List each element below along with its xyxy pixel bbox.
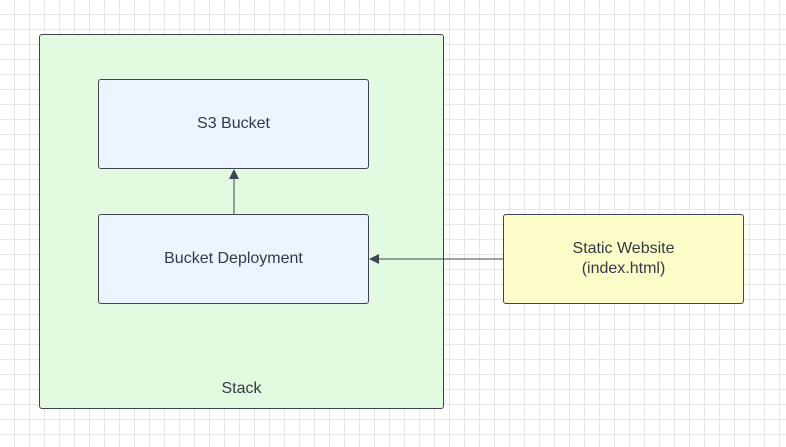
bucket-deployment-label: Bucket Deployment	[164, 250, 303, 267]
static-website-node[interactable]: Static Website (index.html)	[503, 214, 744, 304]
stack-label: Stack	[221, 380, 262, 397]
s3-bucket-node[interactable]: S3 Bucket	[98, 79, 369, 169]
static-website-title: Static Website	[572, 240, 675, 257]
s3-bucket-label: S3 Bucket	[197, 115, 270, 132]
static-website-subtitle: (index.html)	[581, 260, 666, 277]
bucket-deployment-node[interactable]: Bucket Deployment	[98, 214, 369, 304]
